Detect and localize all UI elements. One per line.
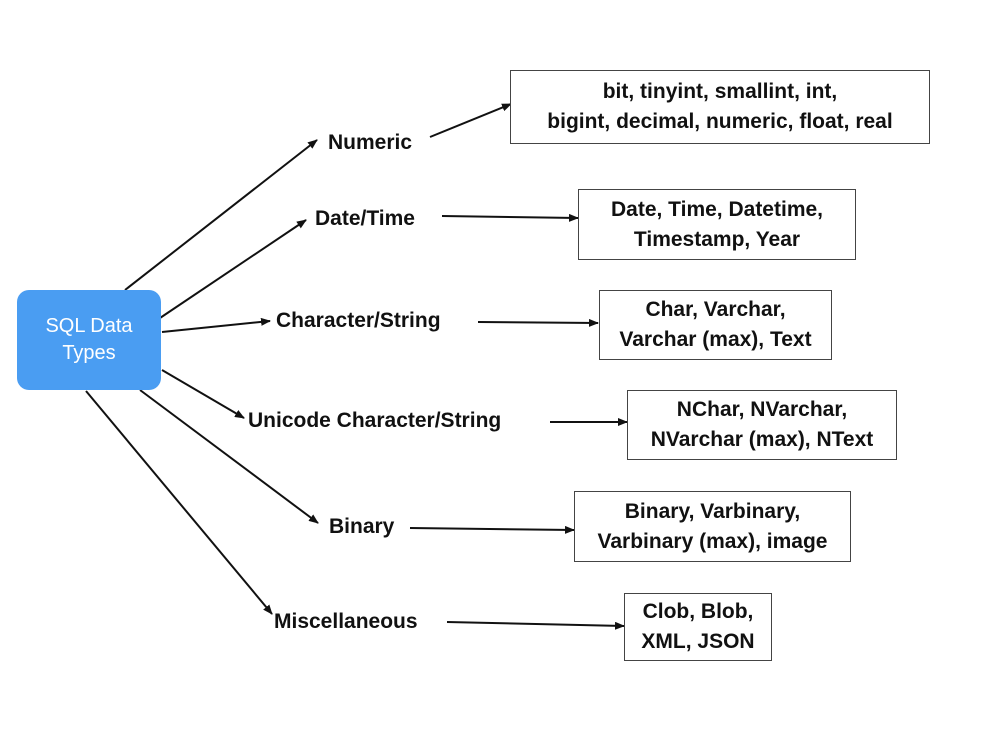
arrow-numeric-to-types xyxy=(429,103,512,138)
types-box-date-time: Date, Time, Datetime, Timestamp, Year xyxy=(578,189,856,260)
types-box-numeric: bit, tinyint, smallint, int, bigint, dec… xyxy=(510,70,930,144)
types-box-miscellaneous: Clob, Blob, XML, JSON xyxy=(624,593,772,661)
types-text-character-string: Char, Varchar, Varchar (max), Text xyxy=(619,298,812,351)
types-text-miscellaneous: Clob, Blob, XML, JSON xyxy=(641,600,755,653)
category-numeric: Numeric xyxy=(328,131,413,154)
category-binary: Binary xyxy=(329,515,395,538)
arrow-root-to-misc xyxy=(85,390,273,615)
arrow-root-to-numeric xyxy=(124,139,318,291)
arrow-misc-to-types xyxy=(446,621,625,630)
arrow-datetime-to-types xyxy=(441,213,579,222)
types-text-binary: Binary, Varbinary, Varbinary (max), imag… xyxy=(597,499,828,553)
types-box-character-string: Char, Varchar, Varchar (max), Text xyxy=(599,290,832,360)
arrow-character-to-types xyxy=(477,318,599,327)
types-text-numeric: bit, tinyint, smallint, int, bigint, dec… xyxy=(547,80,893,133)
types-box-unicode-character-string: NChar, NVarchar, NVarchar (max), NText xyxy=(627,390,897,460)
category-unicode-character-string: Unicode Character/String xyxy=(248,409,502,432)
category-date-time: Date/Time xyxy=(315,207,415,230)
root-node-label: SQL Data Types xyxy=(45,315,133,364)
types-text-unicode-character-string: NChar, NVarchar, NVarchar (max), NText xyxy=(650,398,874,451)
arrow-binary-to-types xyxy=(409,525,575,534)
types-box-binary: Binary, Varbinary, Varbinary (max), imag… xyxy=(574,491,851,562)
types-text-date-time: Date, Time, Datetime, Timestamp, Year xyxy=(610,197,824,251)
arrow-root-to-datetime xyxy=(159,219,307,319)
category-character-string: Character/String xyxy=(276,309,441,332)
category-miscellaneous: Miscellaneous xyxy=(274,610,418,633)
arrow-root-to-unicode xyxy=(161,369,245,419)
arrow-root-to-character xyxy=(161,317,271,333)
arrow-root-to-binary xyxy=(139,389,319,524)
root-node-sql-data-types: SQL Data Types xyxy=(17,290,161,390)
